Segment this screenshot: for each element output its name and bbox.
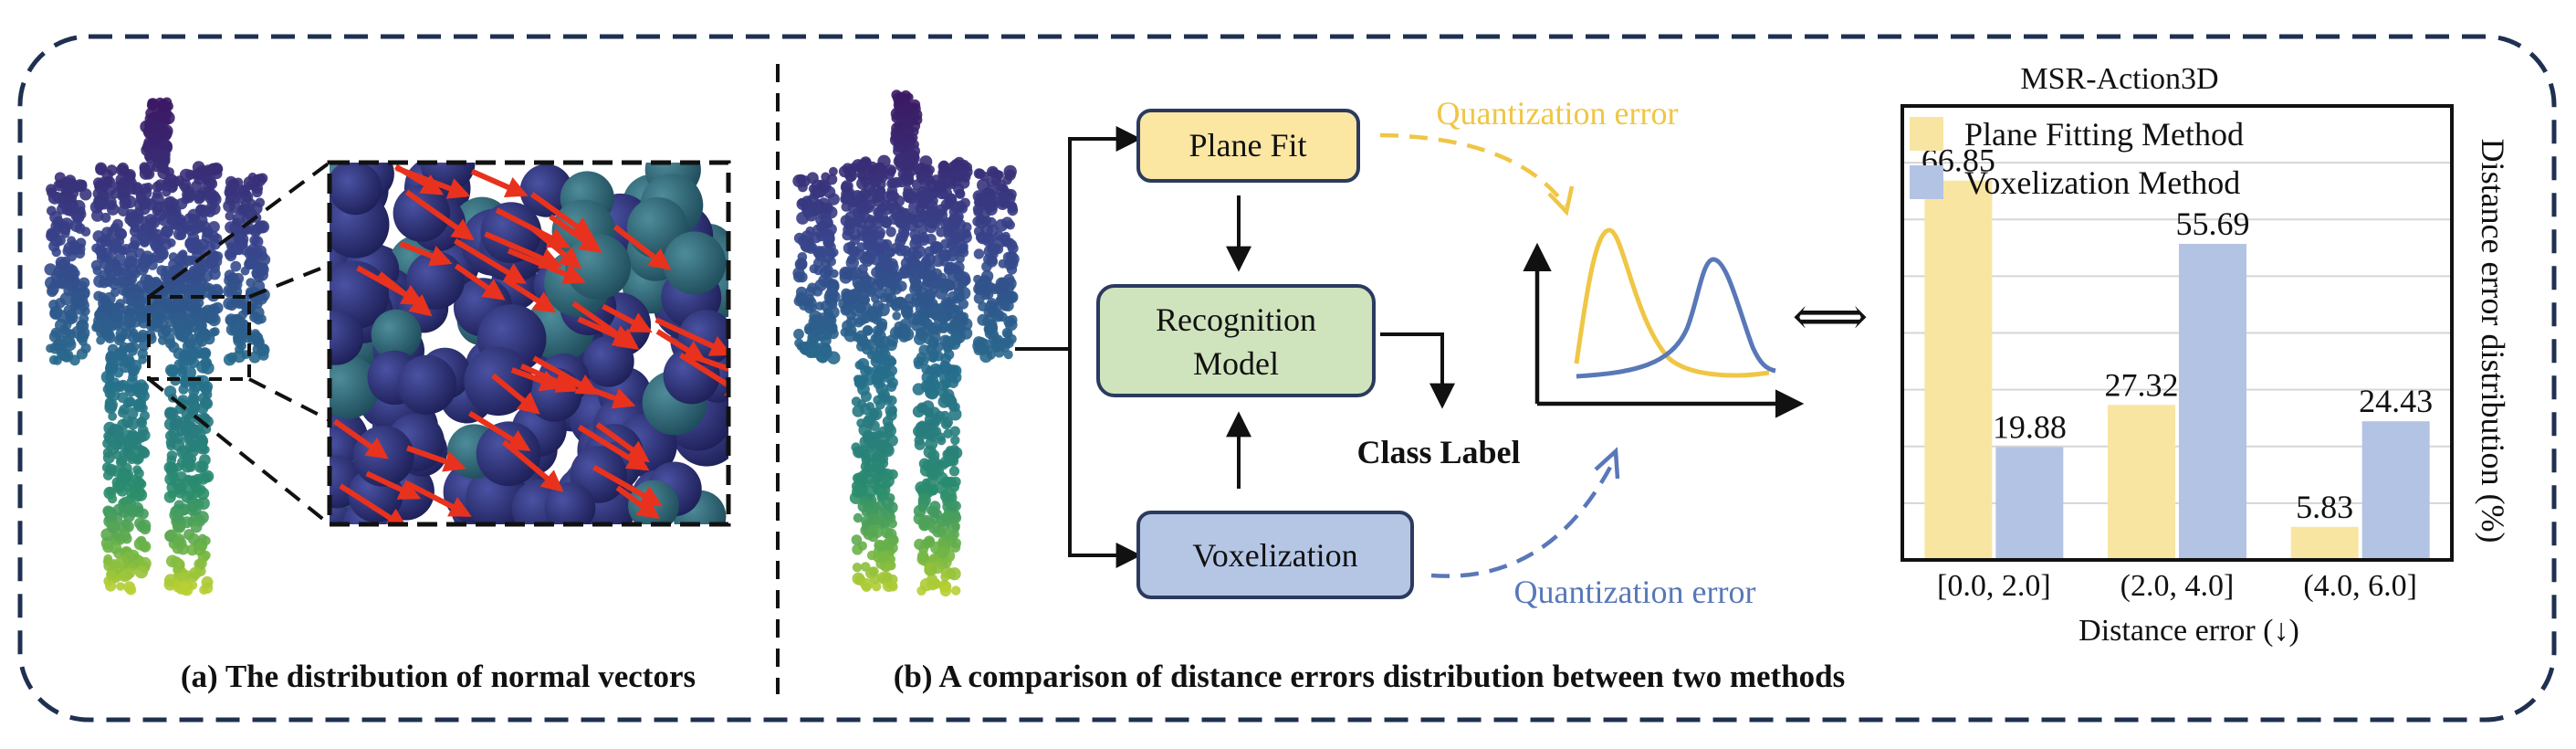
quantization-arrowhead-bottom [1594,447,1620,480]
quantization-error-top: Quantization error [1437,95,1679,132]
panel-b: Plane Fit Recognition Model Voxelization… [792,90,1869,694]
human-point-cloud-icon [792,90,1020,597]
distance-error-bar-chart: MSR-Action3D 66.8519.8827.3255.695.8324.… [1901,62,2511,648]
bar-plane-fitting [2290,526,2359,560]
zoom-connector [147,161,331,299]
bar-value-label: 27.32 [2105,366,2179,403]
quantization-arrowhead-top [1547,185,1575,216]
bar-voxelization [2179,244,2246,560]
equivalence-arrow-icon: ⟺ [1792,287,1868,346]
mini-plot-yellow-curve [1574,227,1770,378]
panel-a-caption: (a) The distribution of normal vectors [181,659,696,694]
bar-value-label: 24.43 [2359,383,2433,419]
legend-swatch [1910,165,1943,199]
legend-swatch [1910,117,1943,151]
bar-value-label: 19.88 [1993,408,2067,445]
mini-plot-blue-curve [1576,257,1776,379]
chart-x-axis-label: Distance error (↓) [2079,614,2299,648]
bar-value-label: 5.83 [2296,489,2353,525]
arrow-to-class-label [1380,332,1455,409]
outer-dashed-frame [17,34,2557,723]
class-label: Class Label [1356,434,1520,470]
plane-fit-label: Plane Fit [1189,127,1306,164]
arrow-to-plane-fit [1015,126,1142,351]
bar-voxelization [1995,447,2064,560]
legend-label: Voxelization Method [1964,164,2240,201]
quantization-arrow-bottom [1430,455,1618,578]
zoom-source-box [147,295,251,381]
bar-plane-fitting [1924,180,1993,560]
quantization-arrow-top [1379,132,1567,207]
zoom-connector [248,263,330,299]
chart-title: MSR-Action3D [2020,62,2218,96]
arrow-to-voxelization [1068,349,1142,568]
quantization-error-bottom: Quantization error [1514,574,1756,610]
bar-plane-fitting [2108,405,2175,560]
voxelization-box [1136,511,1414,599]
panel-a: (a) The distribution of normal vectors [44,97,731,694]
voxelization-label: Voxelization [1192,537,1357,574]
normal-vectors-zoom-icon [330,163,728,524]
bar-voxelization [2361,421,2430,560]
zoom-connector [147,377,331,526]
recognition-model-box [1096,284,1376,397]
chart-y-axis-label: Distance error distribution (%) [2475,139,2511,543]
chart-plot-frame [1901,104,2454,562]
category-tick-label: (2.0, 4.0] [2120,569,2235,603]
recognition-label-line2: Model [1193,345,1279,382]
bar-value-label: 55.69 [2176,206,2250,242]
category-tick-label: [0.0, 2.0] [1937,569,2051,603]
category-tick-label: (4.0, 6.0] [2303,569,2417,603]
recognition-label-line1: Recognition [1156,301,1316,338]
zoom-connector [248,377,330,422]
human-point-cloud-icon [44,97,271,596]
panel-b-caption: (b) A comparison of distance errors dist… [894,659,1846,694]
plane-fit-box [1136,109,1360,183]
legend-label: Plane Fitting Method [1964,116,2244,153]
